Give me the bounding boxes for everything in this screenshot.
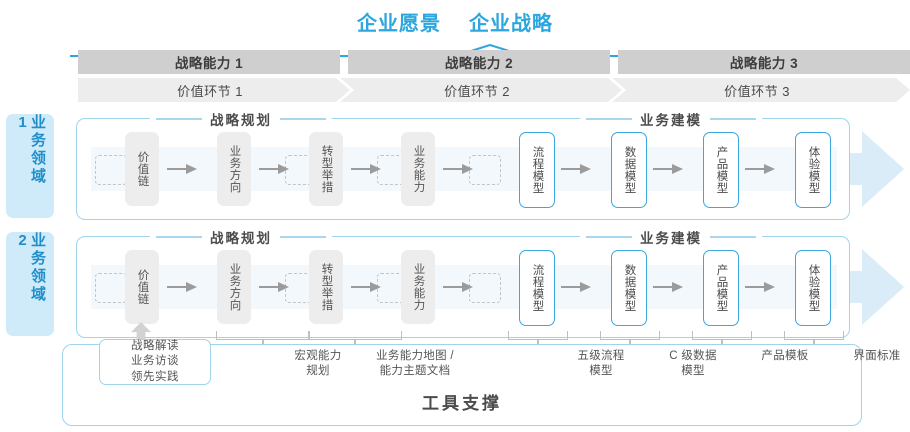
value-chain-bar: 价值环节 1 价值环节 2 价值环节 3: [78, 78, 910, 102]
strategic-capability-3: 战略能力 3: [618, 50, 910, 74]
section-title-planning-2: 战略规划: [150, 228, 332, 246]
row-1-modeling-box-3[interactable]: 产品模型: [703, 132, 739, 208]
row-2-arrow-5-icon: [561, 282, 591, 292]
section-title-modeling-2: 业务建模: [580, 228, 762, 246]
brace-capability-map: [308, 330, 402, 348]
tool-support-title: 工具支撑: [422, 394, 502, 413]
row-1-modeling-label-4: 体验模型: [807, 146, 820, 194]
tool-label-ui-standard: 界面标准: [853, 350, 901, 362]
row-1-modeling-label-3: 产品模型: [715, 146, 728, 194]
value-chain-segment-1: 价值环节 1: [78, 78, 350, 102]
tool-label-data-model: C 级数据 模型: [669, 350, 717, 378]
row-2-planning-box-1[interactable]: 价值链: [125, 250, 159, 324]
row-1-arrow-2-icon: [259, 164, 289, 174]
row-1-planning-box-3[interactable]: 转型举措: [309, 132, 343, 206]
row-1-modeling-box-1[interactable]: 流程模型: [519, 132, 555, 208]
row-2-planning-label-3: 转型举措: [320, 263, 333, 311]
row-1-planning-label-3: 转型举措: [320, 145, 333, 193]
brace-product-template: [692, 330, 752, 348]
section-label-planning-1: 战略规划: [210, 113, 272, 128]
row-1-planning-box-4[interactable]: 业务能力: [401, 132, 435, 206]
row-2-planning-box-3[interactable]: 转型举措: [309, 250, 343, 324]
row-1-arrow-1-icon: [167, 164, 197, 174]
row-1-arrow-6-icon: [653, 164, 683, 174]
row-2-modeling-box-3[interactable]: 产品模型: [703, 250, 739, 326]
row-2-arrow-6-icon: [653, 282, 683, 292]
business-domain-row-1: 价值链 业务方向 转型举措 业务能力 流程模型 数据模型 产品模型 体验模型: [76, 118, 850, 220]
row-2-planning-label-2: 业务方向: [228, 263, 241, 311]
row-2-modeling-box-1[interactable]: 流程模型: [519, 250, 555, 326]
section-title-modeling-1: 业务建模: [580, 110, 762, 128]
row-1-placeholder-4: [469, 155, 501, 185]
row-1-placeholder-1: [95, 155, 127, 185]
row-1-modeling-label-1: 流程模型: [531, 146, 544, 194]
tool-label-macro-capability: 宏观能力 规划: [294, 350, 342, 378]
row-2-placeholder-4: [469, 273, 501, 303]
business-domain-tag-2: 业务领域 2: [6, 232, 54, 336]
tool-label-capability-map: 业务能力地图 / 能力主题文档: [376, 350, 454, 378]
row-1-planning-box-2[interactable]: 业务方向: [217, 132, 251, 206]
brace-ui-standard: [784, 330, 844, 348]
row-1-arrow-4-icon: [443, 164, 473, 174]
row-2-arrow-1-icon: [167, 282, 197, 292]
business-domain-label-2: 业务领域 2: [14, 232, 46, 304]
row-1-arrow-5-icon: [561, 164, 591, 174]
row-2-modeling-label-4: 体验模型: [807, 264, 820, 312]
row-2-planning-label-1: 价值链: [136, 269, 149, 305]
enterprise-strategy-title: 企业战略: [469, 12, 553, 35]
row-2-arrow-7-icon: [745, 282, 775, 292]
brace-process-model: [508, 330, 568, 348]
business-domain-label-1: 业务领域 1: [14, 114, 46, 186]
strategic-capability-1: 战略能力 1: [78, 50, 340, 74]
section-label-planning-2: 战略规划: [210, 231, 272, 246]
row-2-arrow-2-icon: [259, 282, 289, 292]
row-2-planning-box-4[interactable]: 业务能力: [401, 250, 435, 324]
row-2-modeling-box-4[interactable]: 体验模型: [795, 250, 831, 326]
enterprise-vision-title: 企业愿景: [357, 12, 441, 35]
row-1-arrow-3-icon: [351, 164, 381, 174]
section-title-planning-1: 战略规划: [150, 110, 332, 128]
row-2-planning-label-4: 业务能力: [412, 263, 425, 311]
row-2-modeling-label-1: 流程模型: [531, 264, 544, 312]
row-2-placeholder-1: [95, 273, 127, 303]
tool-label-product-template: 产品模板: [761, 350, 809, 362]
row-1-modeling-box-4[interactable]: 体验模型: [795, 132, 831, 208]
tool-label-process-model: 五级流程 模型: [577, 350, 625, 378]
value-chain-label-3: 价值环节 3: [724, 83, 790, 99]
strategic-capability-2: 战略能力 2: [348, 50, 610, 74]
row-1-planning-label-2: 业务方向: [228, 145, 241, 193]
value-chain-segment-2: 价值环节 2: [340, 78, 622, 102]
row-2-modeling-label-3: 产品模型: [715, 264, 728, 312]
value-chain-segment-3: 价值环节 3: [612, 78, 910, 102]
business-domain-row-2: 价值链 业务方向 转型举措 业务能力 流程模型 数据模型 产品模型 体验模型: [76, 236, 850, 338]
brace-macro-capability: [216, 330, 310, 348]
row-1-modeling-box-2[interactable]: 数据模型: [611, 132, 647, 208]
row-1-planning-label-4: 业务能力: [412, 145, 425, 193]
row-2-modeling-label-2: 数据模型: [623, 264, 636, 312]
business-domain-tag-1: 业务领域 1: [6, 114, 54, 218]
row-1-modeling-label-2: 数据模型: [623, 146, 636, 194]
section-label-modeling-2: 业务建模: [640, 231, 702, 246]
row-1-planning-box-1[interactable]: 价值链: [125, 132, 159, 206]
value-chain-label-1: 价值环节 1: [177, 83, 243, 99]
row-1-planning-label-1: 价值链: [136, 151, 149, 187]
brace-data-model: [600, 330, 660, 348]
row-2-arrow-4-icon: [443, 282, 473, 292]
tool-support-container: 战略解读 业务访谈 领先实践 宏观能力 规划 业务能力地图 / 能力主题文档 五…: [62, 339, 900, 426]
row-2-planning-box-2[interactable]: 业务方向: [217, 250, 251, 324]
row-2-modeling-box-2[interactable]: 数据模型: [611, 250, 647, 326]
tool-chip-strategy-interpretation[interactable]: 战略解读 业务访谈 领先实践: [99, 339, 211, 385]
row-1-arrow-7-icon: [745, 164, 775, 174]
vision-strategy-header: 企业愿景 企业战略: [0, 6, 910, 36]
section-label-modeling-1: 业务建模: [640, 113, 702, 128]
row-2-arrow-3-icon: [351, 282, 381, 292]
value-chain-label-2: 价值环节 2: [444, 83, 510, 99]
